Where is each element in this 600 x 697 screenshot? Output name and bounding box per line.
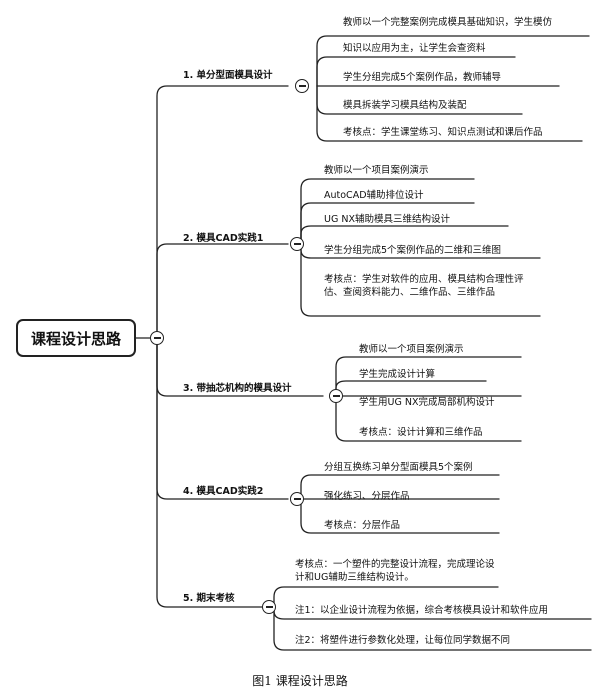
- figure-caption: 图1 课程设计思路: [252, 674, 348, 688]
- branch-1-collapse-toggle[interactable]: [295, 79, 309, 93]
- branch-4-item-3: 考核点：分层作品: [324, 520, 401, 531]
- branch-5-item-1: 考核点：一个塑件的完整设计流程，完成理论设计和UG辅助三维结构设计。: [295, 559, 495, 583]
- branch-3-item-1: 教师以一个项目案例演示: [359, 344, 464, 355]
- branch-1-item-2: 知识以应用为主，让学生会查资料: [343, 43, 486, 54]
- branch-2-item-4: 学生分组完成5个案例作品的二维和三维图: [324, 245, 502, 256]
- root-collapse-toggle[interactable]: [150, 331, 164, 345]
- branch-4-item-2: 强化练习、分层作品: [324, 491, 410, 502]
- branch-4-item-1: 分组互换练习单分型面模具5个案例: [324, 462, 473, 473]
- branch-2-item-5: 考核点：学生对软件的应用、模具结构合理性评估、查阅资料能力、二维作品、三维作品: [324, 274, 524, 298]
- branch-3-item-4: 考核点：设计计算和三维作品: [359, 427, 483, 438]
- branch-5-collapse-toggle[interactable]: [262, 600, 276, 614]
- branch-1-item-5: 考核点：学生课堂练习、知识点测试和课后作品: [343, 127, 543, 138]
- branch-1-item-4: 模具拆装学习模具结构及装配: [343, 100, 467, 111]
- branch-3-collapse-toggle[interactable]: [329, 389, 343, 403]
- branch-5-label: 5. 期末考核: [183, 593, 235, 604]
- branch-2-item-1: 教师以一个项目案例演示: [324, 165, 429, 176]
- branch-2-item-3: UG NX辅助模具三维结构设计: [324, 214, 450, 225]
- branch-5-item-2: 注1：以企业设计流程为依据，综合考核模具设计和软件应用: [295, 605, 549, 616]
- branch-2-collapse-toggle[interactable]: [290, 237, 304, 251]
- branch-1-item-1: 教师以一个完整案例完成模具基础知识，学生模仿: [343, 17, 553, 28]
- branch-3-item-2: 学生完成设计计算: [359, 369, 436, 380]
- branch-3-label: 3. 带抽芯机构的模具设计: [183, 383, 292, 394]
- root-title: 课程设计思路: [30, 329, 121, 348]
- branch-1-label: 1. 单分型面模具设计: [183, 70, 273, 81]
- branch-4-label: 4. 模具CAD实践2: [183, 486, 264, 497]
- branch-3-item-3: 学生用UG NX完成局部机构设计: [359, 397, 495, 408]
- branch-2-item-2: AutoCAD辅助排位设计: [324, 190, 424, 201]
- branch-1-item-3: 学生分组完成5个案例作品，教师辅导: [343, 72, 502, 83]
- root-node[interactable]: 课程设计思路: [16, 319, 136, 357]
- branch-2-label: 2. 模具CAD实践1: [183, 233, 264, 244]
- branch-5-item-3: 注2：将塑件进行参数化处理，让每位同学数据不同: [295, 635, 511, 646]
- branch-4-collapse-toggle[interactable]: [290, 492, 304, 506]
